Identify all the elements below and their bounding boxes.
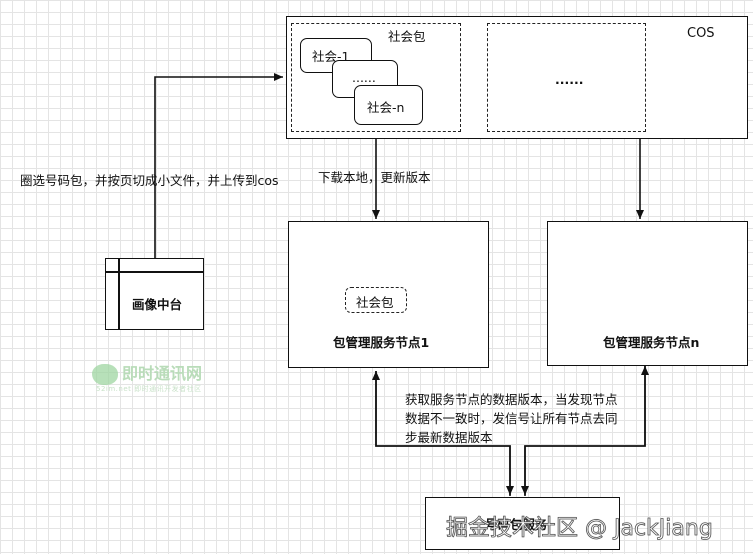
watermark-right: 掘金技术社区 @ JackJiang [446, 516, 714, 542]
other-package-group-label: ...... [555, 72, 584, 87]
sync-edge-label-line1: 获取服务节点的数据版本，当发现节点 [405, 392, 618, 407]
upload-arrow [154, 73, 283, 258]
package-item-n [354, 85, 423, 125]
node1-package [345, 287, 407, 313]
package-service-node-n [547, 221, 748, 366]
number-package-service [425, 497, 620, 550]
cos-label: COS [687, 26, 715, 41]
report-arrow-node1 [375, 371, 514, 495]
portrait-center-label: 画像中台 [132, 297, 183, 312]
node1-label: 包管理服务节点1 [333, 335, 430, 350]
package-item-n-label: 社会-n [367, 100, 405, 115]
package-service-node-1 [288, 221, 489, 368]
portrait-center-header-line [105, 271, 204, 273]
package-group [291, 23, 461, 132]
report-arrow-noden [521, 366, 646, 495]
package-group-label: 社会包 [388, 29, 426, 44]
portrait-center-side-line [118, 258, 120, 330]
upload-edge-label: 圈选号码包，并按页切成小文件，并上传到cos [20, 173, 279, 188]
watermark-left-title: 即时通讯网 [122, 364, 203, 383]
package-item-2-label: ...... [352, 70, 376, 85]
sync-arrow-noden [524, 366, 649, 496]
node1-package-label: 社会包 [356, 295, 394, 310]
sync-edge-label-line3: 步最新数据版本 [405, 430, 493, 445]
other-package-group [487, 23, 646, 132]
im-logo-icon [92, 364, 118, 385]
noden-label: 包管理服务节点n [603, 335, 700, 350]
sync-edge-label-line2: 数据不一致时，发信号让所有节点去同 [405, 411, 618, 426]
portrait-center [105, 258, 204, 330]
download-edge-label: 下载本地，更新版本 [318, 170, 431, 185]
watermark-left-subtitle: 52im.net 即时通讯开发者社区 [96, 385, 202, 393]
number-package-service-label: 号码包服务 [485, 517, 548, 532]
